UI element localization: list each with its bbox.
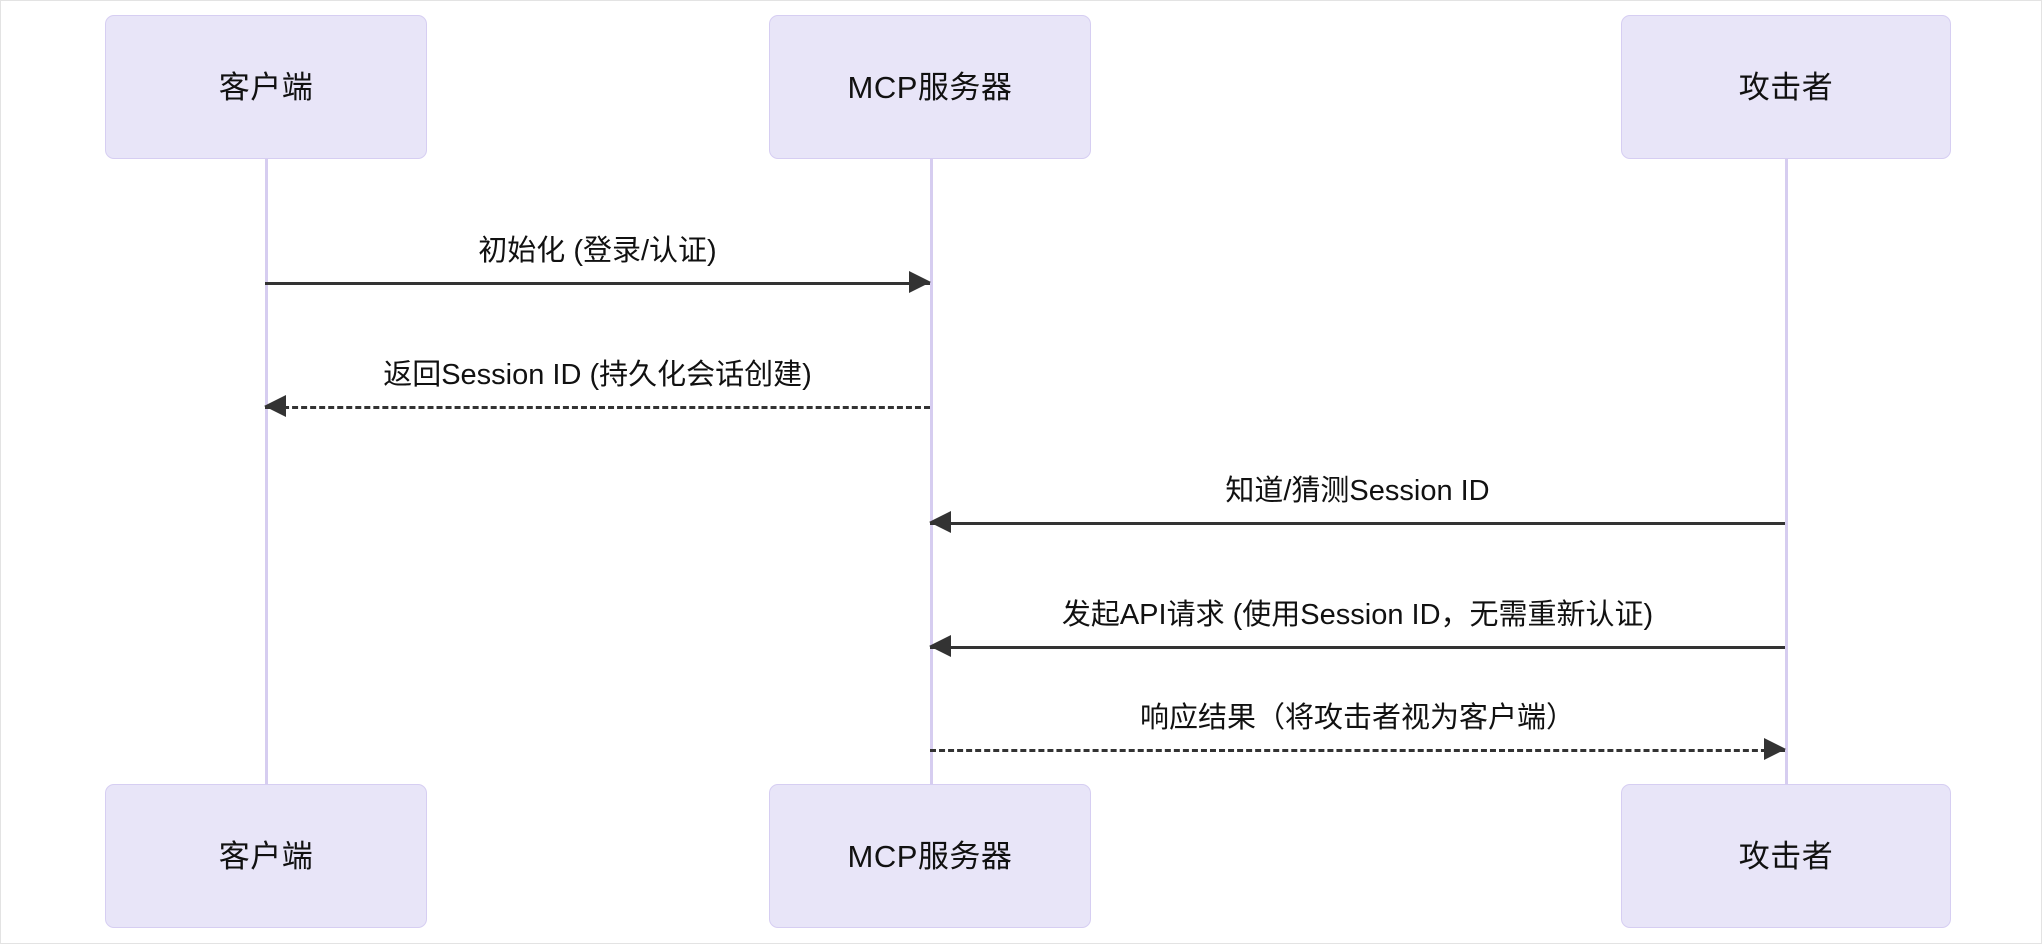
actor-box-client-top[interactable]: 客户端 [105, 15, 427, 159]
message-3-arrowhead-left [929, 511, 951, 533]
lifeline-client [265, 159, 268, 784]
message-2-arrowhead-left [264, 395, 286, 417]
actor-label-client-top: 客户端 [218, 69, 314, 105]
actor-label-client-bottom: 客户端 [218, 838, 314, 874]
lifeline-attacker [1785, 159, 1788, 784]
actor-box-server-top[interactable]: MCP服务器 [769, 15, 1091, 159]
message-5-line [930, 749, 1785, 752]
message-4-line [930, 646, 1785, 649]
message-5-label: 响应结果（将攻击者视为客户端） [1139, 702, 1575, 735]
message-3-line [930, 522, 1785, 525]
actor-box-client-bottom[interactable]: 客户端 [105, 784, 427, 928]
message-1-arrowhead-right [909, 271, 931, 293]
lifeline-server [930, 159, 933, 784]
actor-label-server-top: MCP服务器 [847, 69, 1013, 105]
message-1-label: 初始化 (登录/认证) [478, 235, 717, 268]
message-2-label: 返回Session ID (持久化会话创建) [383, 359, 812, 392]
message-2-line [265, 406, 930, 409]
message-4-label: 发起API请求 (使用Session ID，无需重新认证) [1061, 599, 1654, 632]
actor-label-attacker-bottom: 攻击者 [1738, 838, 1834, 874]
actor-box-server-bottom[interactable]: MCP服务器 [769, 784, 1091, 928]
actor-label-attacker-top: 攻击者 [1738, 69, 1834, 105]
message-4-arrowhead-left [929, 635, 951, 657]
actor-box-attacker-top[interactable]: 攻击者 [1621, 15, 1951, 159]
actor-box-attacker-bottom[interactable]: 攻击者 [1621, 784, 1951, 928]
message-5-arrowhead-right [1764, 738, 1786, 760]
message-1-line [265, 282, 930, 285]
message-3-label: 知道/猜测Session ID [1225, 475, 1490, 508]
actor-label-server-bottom: MCP服务器 [847, 838, 1013, 874]
